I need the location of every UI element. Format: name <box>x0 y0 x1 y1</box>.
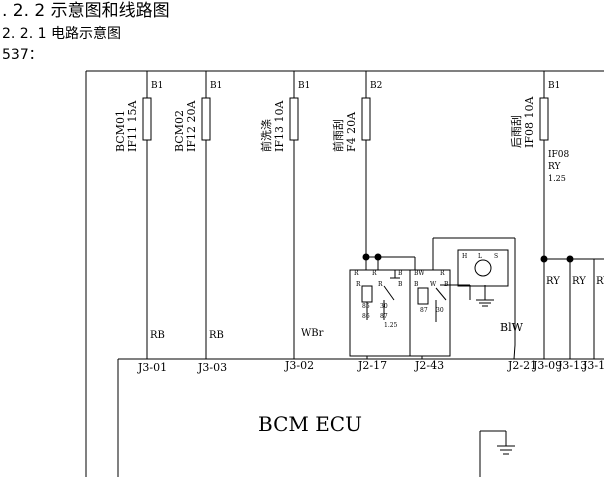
connector-pin: J3-01 <box>137 361 167 374</box>
wire-color: RB <box>209 330 224 341</box>
wire-color: RB <box>150 330 165 341</box>
section-heading: . 2. 2 示意图和线路图 <box>2 1 170 21</box>
connector-pins: J3-01 J3-03 J3-02 J2-17 J2-43 J2-21 J3-0… <box>137 359 604 374</box>
fuse-rating: IF11 15A <box>126 100 139 152</box>
pin-label: B <box>398 281 403 288</box>
relay-2 <box>409 269 451 357</box>
ecu-label: BCM ECU <box>258 412 362 436</box>
fuse-symbol <box>201 97 211 141</box>
pin-label: B <box>414 281 419 288</box>
fuse-name: 前洗涤 <box>259 119 273 152</box>
motor-wire-color: BlW <box>500 321 524 334</box>
pin-label: R <box>356 281 361 288</box>
diagram-code: 537： <box>2 47 43 63</box>
fuse-column-2: B1 BCM02 IF12 20A RB <box>173 71 224 359</box>
fuse-symbol <box>142 97 152 141</box>
fuse-symbol <box>361 97 371 141</box>
fuse-tap: B1 <box>151 81 163 91</box>
fuse-tap: B1 <box>210 81 222 91</box>
bcm-ecu-box <box>117 358 604 477</box>
wire-color: RY <box>546 276 560 287</box>
pin-label: BW <box>414 270 425 277</box>
fuse-column-3: B1 前洗涤 IF13 10A WBr <box>259 71 324 359</box>
fuse-rating: IF13 10A <box>273 100 286 152</box>
pin-label: R <box>378 281 383 288</box>
pin-label: B <box>398 270 403 277</box>
power-frame <box>85 70 604 477</box>
fuse-tap: B1 <box>298 81 310 91</box>
fuse-symbol <box>539 97 549 141</box>
motor-pin: L <box>478 253 482 260</box>
pin-number: 30 <box>380 303 388 310</box>
fuse-column-1: B1 BCM01 IF11 15A RB <box>114 71 165 359</box>
connector-pin: J3-1 <box>582 359 604 372</box>
relay-coil <box>361 285 373 303</box>
fuse-tap: B2 <box>370 81 382 91</box>
connector-pin: J3-03 <box>197 361 227 374</box>
wire-color: RY <box>548 162 561 172</box>
ry-branches <box>544 258 604 359</box>
fuse-rating: F4 20A <box>345 111 358 152</box>
pin-label: W <box>430 281 437 288</box>
ground-icon <box>479 430 515 477</box>
fuse-rating: IF08 10A <box>523 96 536 148</box>
wire-color: WBr <box>301 328 324 339</box>
pin-label: B <box>444 281 449 288</box>
connector-pin: J3-13 <box>557 359 587 372</box>
pin-number: 85 <box>362 303 370 310</box>
wiper-relay-block <box>349 237 516 360</box>
fuse-name: 后雨刮 <box>509 115 523 148</box>
fuse-column-5: B1 后雨刮 IF08 10A IF08 RY 1.25 <box>509 71 570 359</box>
relay-coil <box>417 287 429 305</box>
motor-pin: H <box>462 253 467 260</box>
fuse-rating: IF12 20A <box>185 100 198 152</box>
connector-pin: J3-02 <box>284 359 314 372</box>
fuse-tap: B1 <box>548 81 560 91</box>
junction-dots <box>362 253 574 263</box>
fuse-name: BCM02 <box>173 110 186 152</box>
fuse-column-4: B2 前雨刮 F4 20A <box>331 71 382 257</box>
pin-number: 87 <box>420 307 428 314</box>
wire-color: RY <box>596 276 604 287</box>
pin-label: R <box>354 270 359 277</box>
wire-size: 1.25 <box>384 322 398 329</box>
connector-pin: J2-21 <box>507 359 537 372</box>
motor-icon <box>474 259 492 277</box>
wiper-motor <box>457 249 509 287</box>
pin-number: 86 <box>362 313 370 320</box>
pin-label: R <box>440 270 445 277</box>
pin-label: R <box>372 270 377 277</box>
wire-id: IF08 <box>548 150 570 160</box>
pin-number: 87 <box>380 313 388 320</box>
wire-size: 1.25 <box>548 174 566 183</box>
fuse-name: BCM01 <box>114 110 127 152</box>
fuse-name: 前雨刮 <box>331 119 345 152</box>
connector-pin: J2-17 <box>357 359 387 372</box>
wire-color: RY <box>572 276 586 287</box>
connector-pin: J3-09 <box>532 359 562 372</box>
subsection-heading: 2. 2. 1 电路示意图 <box>2 26 121 42</box>
motor-pin: S <box>494 253 498 260</box>
pin-number: 30 <box>436 307 444 314</box>
fuse-symbol <box>289 97 299 141</box>
connector-pin: J2-43 <box>414 359 444 372</box>
